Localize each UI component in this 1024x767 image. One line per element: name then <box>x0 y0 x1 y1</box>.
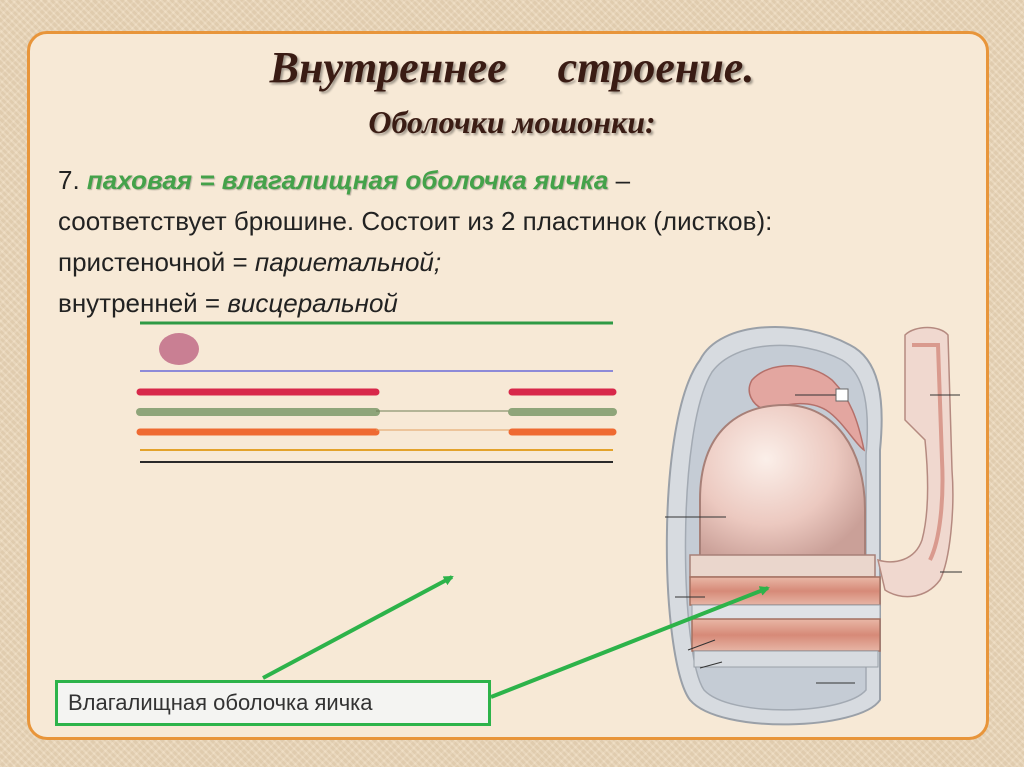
band-1 <box>689 554 876 578</box>
testis <box>699 403 866 561</box>
layer-schema <box>136 321 617 463</box>
label-marker <box>835 388 849 402</box>
label-box: Влагалищная оболочка яичка <box>55 680 491 726</box>
visceral-prefix: внутренней = <box>58 288 228 318</box>
parietal-term: париетальной; <box>254 247 442 277</box>
term-dash: – <box>608 165 631 195</box>
layer-dot <box>159 333 199 365</box>
arrow-to-testis <box>490 586 770 699</box>
description-line-1: 7. паховая = влагалищная оболочка яичка … <box>58 160 1008 201</box>
band-4 <box>691 618 881 652</box>
label-text: Влагалищная оболочка яичка <box>68 690 373 715</box>
leader-line <box>687 639 716 651</box>
description-line-3: пристеночной = париетальной; <box>58 242 1008 283</box>
description-line-2: соответствует брюшине. Состоит из 2 плас… <box>58 206 773 236</box>
item-number: 7. <box>58 165 80 195</box>
slide-subtitle: Оболочки мошонки: <box>368 104 656 140</box>
description-line-4: внутренней = висцеральной <box>58 283 1008 324</box>
visceral-term: висцеральной <box>227 288 398 318</box>
slide-title: Внутреннее строение. <box>269 43 755 92</box>
band-5 <box>693 650 879 668</box>
leader-line <box>699 661 723 669</box>
term-highlight: паховая = влагалищная оболочка яичка <box>86 165 609 195</box>
arrow-to-schema <box>262 575 454 680</box>
parietal-prefix: пристеночной = <box>58 247 255 277</box>
cord-vessel <box>912 343 945 561</box>
band-2 <box>689 576 881 606</box>
testis-illustration <box>665 325 962 726</box>
description-text: 7. паховая = влагалищная оболочка яичка … <box>58 160 1008 324</box>
